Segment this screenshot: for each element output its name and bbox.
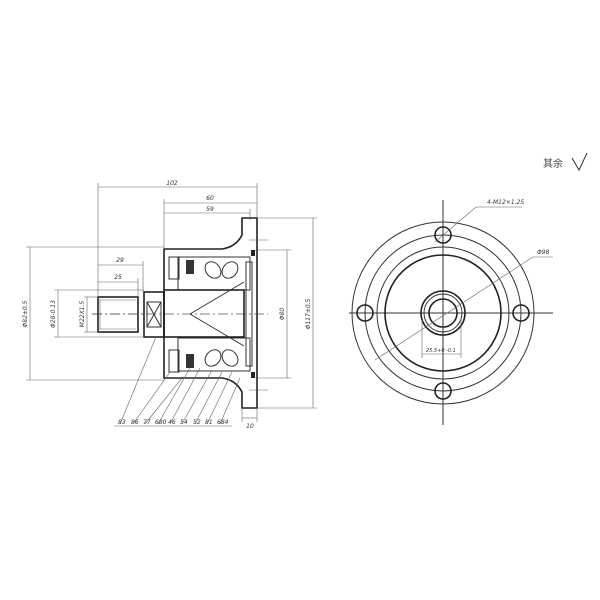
- hub-mid: [423, 293, 463, 333]
- front-view: 4-M12×1.25 Φ98 25.5+0 -0.1: [349, 199, 553, 425]
- bolt-hole-label: 4-M12×1.25: [487, 199, 524, 206]
- part-label: 86: [131, 419, 139, 426]
- part-label: 680: [155, 419, 167, 426]
- part-labels: 83 86 77 680 46 54 52 81 684: [118, 419, 229, 426]
- bolt-hole[interactable]: [434, 382, 452, 400]
- hub-bore: [428, 298, 458, 328]
- dim-102: 102: [166, 180, 178, 187]
- dim-29: 29: [116, 257, 124, 264]
- bore-ring: [384, 254, 502, 372]
- dimension-lines: [26, 183, 317, 422]
- shaft: [163, 289, 245, 338]
- dim-59: 59: [206, 206, 214, 213]
- hub-flange: [163, 217, 258, 409]
- surface-roughness-note: 其余: [543, 152, 588, 172]
- hub-outer: [420, 290, 466, 336]
- end-cap: [245, 261, 253, 367]
- dim-25: 25: [114, 274, 122, 281]
- part-label: 684: [217, 419, 229, 426]
- seal-lower: [186, 354, 194, 368]
- part-label: 81: [205, 419, 213, 426]
- dim-60: 60: [206, 195, 214, 202]
- bolt-hole[interactable]: [434, 226, 452, 244]
- dim-body-dia: Φ82±0.5: [22, 300, 29, 327]
- flange-outer: [351, 221, 535, 405]
- hex-nut: [143, 291, 165, 338]
- bolt-circle-label: Φ98: [537, 249, 550, 256]
- bearing-balls: [204, 261, 239, 367]
- o-ring-upper: [251, 250, 255, 256]
- nut-lower: [168, 349, 180, 373]
- bolt-hole[interactable]: [356, 304, 374, 322]
- side-section-view: 102 60 59 29 25 Φ82±0.5 Φ28-0.13 M22X1.5…: [22, 180, 317, 430]
- dim-pilot-dia: Φ80: [279, 308, 286, 321]
- roughness-symbol-icon: [571, 152, 588, 172]
- drill-cone: [189, 281, 245, 347]
- part-label: 46: [168, 419, 176, 426]
- part-label: 83: [118, 419, 126, 426]
- bolt-holes: [356, 226, 530, 400]
- pilot-ring: [376, 246, 510, 380]
- dim-flange-dia: Φ117±0.5: [305, 298, 312, 329]
- part-label: 52: [193, 419, 201, 426]
- o-ring-lower: [251, 372, 255, 378]
- hex-flat-mark: [146, 301, 162, 328]
- dim-10: 10: [246, 423, 254, 430]
- part-leaders: [114, 336, 241, 427]
- threaded-stud: [97, 296, 139, 333]
- bore-label: 25.5+0 -0.1: [426, 348, 456, 354]
- surface-note-text: 其余: [543, 157, 563, 170]
- front-leaders: [374, 206, 553, 361]
- bearing-lower: [177, 337, 251, 372]
- part-label: 54: [180, 419, 188, 426]
- dim-hex-dia: Φ28-0.13: [50, 300, 57, 328]
- nut-upper: [168, 256, 180, 280]
- bolt-hole[interactable]: [512, 304, 530, 322]
- part-label: 77: [143, 419, 151, 426]
- dim-thread: M22X1.5: [79, 301, 86, 328]
- seal-upper: [186, 260, 194, 274]
